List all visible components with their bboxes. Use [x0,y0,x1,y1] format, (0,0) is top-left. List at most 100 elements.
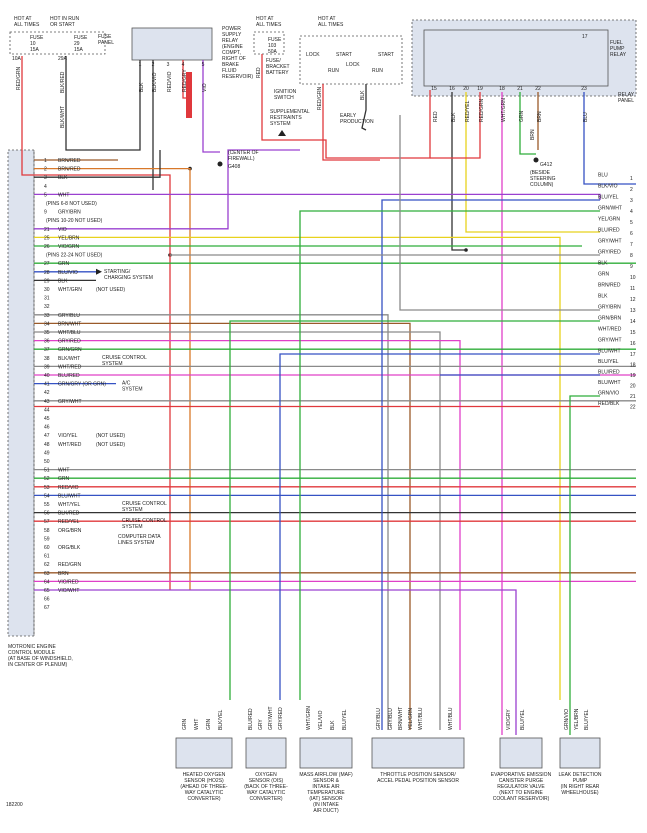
rc-pin-5: 5 [630,220,633,226]
ecm-pin-21: 21 [44,227,50,233]
rc-wire-11: BRN/RED [598,283,621,289]
ecm-wire-2: BRN/RED [58,167,81,173]
rc-pin-22: 22 [630,405,636,411]
rc-wire-16: GRY/WHT [598,338,622,344]
ecm-wire-43: GRY/WHT [58,399,82,405]
not-used-47: (NOT USED) [96,433,125,439]
ecm-wire-63: BRN [58,571,69,577]
ecm-pin-9: 9 [44,210,47,216]
ecm-pin-61: 61 [44,554,50,560]
sensor-ois-wire-0: BLU/RED [248,708,254,730]
ecm-pin-29: 29 [44,278,50,284]
ecm-pin-64: 64 [44,579,50,585]
sensor-tps-wire-1: GRY/BLU [388,708,394,730]
sensor-ldp-wire-2: BLU/YEL [584,709,590,730]
ecm-pin-57: 57 [44,519,50,525]
rc-wire-7: GRY/WHT [598,239,622,245]
ecm-pin-38: 38 [44,356,50,362]
fuse-panel-box [9,31,106,55]
ecm-pin-49: 49 [44,450,50,456]
ecm-pin-36: 36 [44,339,50,345]
sensor-maf-wire-0: WHT/GRN [306,706,312,730]
power-supply-relay-box [131,27,213,61]
ecm-pin-30: 30 [44,287,50,293]
starting-arrow [96,268,102,275]
ecm-wire-run-33 [34,314,389,730]
ecm-wire-run-34 [34,322,411,730]
rc-run-17 [279,353,600,700]
rc-wire-9: BLK [598,261,608,267]
wire-fpr-blk [451,92,466,251]
g408-label: G408 [228,164,240,170]
fpr-wire-2: RED/YEL [465,100,471,122]
fpr-wire-3: RED/GRN [479,99,485,122]
rc-run-3 [381,199,600,730]
sensor-tps-wire-4: WHT/BLU [418,707,424,730]
fpr-pin-18: 18 [499,86,505,92]
ecm-pin-53: 53 [44,485,50,491]
ecm-pin-26: 26 [44,244,50,250]
battery-wire-label: RED [256,67,262,78]
ecm-wire-57: RED/YEL [58,519,80,525]
rc-pin-19: 19 [630,373,636,379]
rc-wire-18: BLU/YEL [598,359,619,365]
ecm-wire-56: BLK/RED [58,511,80,517]
ecm-pin-52: 52 [44,476,50,482]
sensor-ois-wire-1: GRY [258,719,264,730]
wire-fpr-grn [519,92,536,155]
ecm-pin-39: 39 [44,364,50,370]
psr-wire-0: BLK [139,82,145,92]
wire-runs [21,54,636,735]
ecm-wire-62: RED/GRN [58,562,81,568]
ecm-pin-45: 45 [44,416,50,422]
sensor-tps-label: THROTTLE POSITION SENSOR/ACCEL PEDAL POS… [377,772,459,784]
ecm-pin-2: 2 [44,167,47,173]
ecm-wire-27: GRN [58,261,70,267]
ecm-wire-run-21 [34,149,300,230]
fpr-wire-5: GRN [519,111,525,123]
rc-pin-17: 17 [630,352,636,358]
wire-psr-red-band [186,72,192,118]
rc-pin-20: 20 [630,384,636,390]
ecm-wire-run-36 [34,339,461,730]
starting-charging-label: STARTING/CHARGING SYSTEM [104,269,153,281]
g408-ground-icon [217,161,223,167]
ecm-wire-60: ORG/BLK [58,545,81,551]
sensor-evap-wire-0: VIO/GRY [506,709,512,730]
ecm-wire-55: WHT/YEL [58,502,80,508]
rc-wire-13: GRY/BRN [598,305,621,311]
ecm-wire-5: WHT [58,192,69,198]
sensor-hos1-wire-2: GRN [206,719,212,731]
fpr-wire-1: BLK [451,112,457,122]
ecm-wire-35: WHT/BLU [58,330,81,336]
wire-label-red-grn: RED/GRN [16,67,22,90]
rc-pin-1: 1 [630,176,633,182]
component-boxes [7,19,637,769]
rc-pin-3: 3 [630,198,633,204]
ecm-pin-67: 67 [44,605,50,611]
ecm-pin-34: 34 [44,321,50,327]
wire-label-blk-wht: BLK/WHT [60,106,66,128]
ecm-pin-4: 4 [44,184,47,190]
rc-wire-17: BLU/WHT [598,349,621,355]
rc-pin-7: 7 [630,242,633,248]
wire-ign-blk [361,84,367,131]
psr-pin-5: 5 [202,62,205,68]
psr-pin-1: 1 [139,62,142,68]
rc-wire-15: WHT/RED [598,327,622,333]
restraints-arrow [278,130,286,136]
rc-pin-9: 9 [630,264,633,270]
rc-wire-10: GRN [598,272,610,278]
ecm-pin-41: 41 [44,382,50,388]
